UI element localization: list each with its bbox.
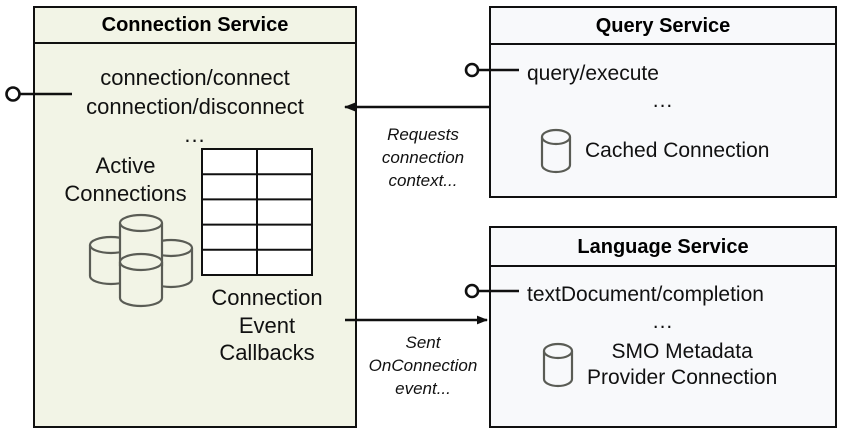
- smo-metadata-artifact: SMO Metadata Provider Connection: [541, 339, 777, 390]
- language-service-operations-ellipsis: ...: [652, 310, 674, 334]
- operation-textdocument-completion[interactable]: textDocument/completion: [527, 283, 764, 306]
- cached-connection-artifact: Cached Connection: [539, 127, 769, 175]
- operation-query-execute[interactable]: query/execute: [527, 62, 659, 85]
- callbacks-label-line-2: Event: [238, 312, 296, 338]
- operation-connection-disconnect[interactable]: connection/disconnect: [86, 93, 304, 119]
- language-service-title: Language Service: [491, 228, 835, 267]
- cylinder-icon: [540, 128, 572, 174]
- edge-label-sent-onconnection-event: Sent OnConnection event...: [360, 332, 486, 401]
- grid-table-icon: [201, 148, 313, 276]
- edge-label-requests-line-3: context...: [388, 170, 458, 190]
- component-connection-service[interactable]: Connection Service connection/connect co…: [33, 6, 357, 428]
- stacked-cylinders-icon: [88, 213, 194, 308]
- query-service-operations-ellipsis: ...: [652, 89, 674, 113]
- smo-metadata-label: SMO Metadata Provider Connection: [587, 339, 777, 390]
- query-service-title: Query Service: [491, 8, 835, 45]
- cached-connection-label-line-1: Cached Connection: [585, 139, 770, 163]
- component-language-service[interactable]: Language Service textDocument/completion…: [489, 226, 837, 428]
- edge-label-requests-line-2: connection: [381, 147, 465, 167]
- edge-label-sent-line-2: OnConnection: [368, 355, 478, 375]
- query-service-body: query/execute ... Cached Connection: [491, 45, 835, 196]
- smo-metadata-label-line-1: SMO Metadata: [611, 340, 753, 363]
- language-service-operations: textDocument/completion ...: [491, 281, 835, 336]
- active-connections-label: Active Connections: [43, 152, 208, 207]
- component-query-service[interactable]: Query Service query/execute ... Cached C…: [489, 6, 837, 198]
- connection-event-callbacks-label: Connection Event Callbacks: [187, 284, 347, 367]
- connection-service-body: connection/connect connection/disconnect…: [35, 44, 355, 426]
- callbacks-label-line-3: Callbacks: [219, 340, 315, 365]
- operation-connection-connect[interactable]: connection/connect: [100, 65, 290, 90]
- language-service-body: textDocument/completion ... SMO Metadata…: [491, 267, 835, 426]
- edge-label-sent-line-3: event...: [395, 378, 451, 398]
- query-service-operations: query/execute ...: [491, 60, 835, 115]
- connection-service-title: Connection Service: [35, 8, 355, 44]
- connection-service-operations: connection/connect connection/disconnect…: [35, 64, 355, 150]
- edge-label-requests-connection-context: Requests connection context...: [360, 124, 486, 193]
- edge-label-sent-line-1: Sent: [405, 333, 441, 352]
- edge-label-requests-line-1: Requests: [387, 125, 459, 144]
- smo-metadata-label-line-2: Provider Connection: [587, 365, 778, 389]
- active-connections-label-line-1: Active: [95, 153, 156, 178]
- callbacks-label-line-1: Connection: [211, 285, 323, 310]
- active-connections-label-line-2: Connections: [64, 180, 187, 206]
- cached-connection-label: Cached Connection: [585, 138, 769, 164]
- connection-service-operations-ellipsis: ...: [184, 122, 206, 148]
- cylinder-icon: [542, 342, 574, 387]
